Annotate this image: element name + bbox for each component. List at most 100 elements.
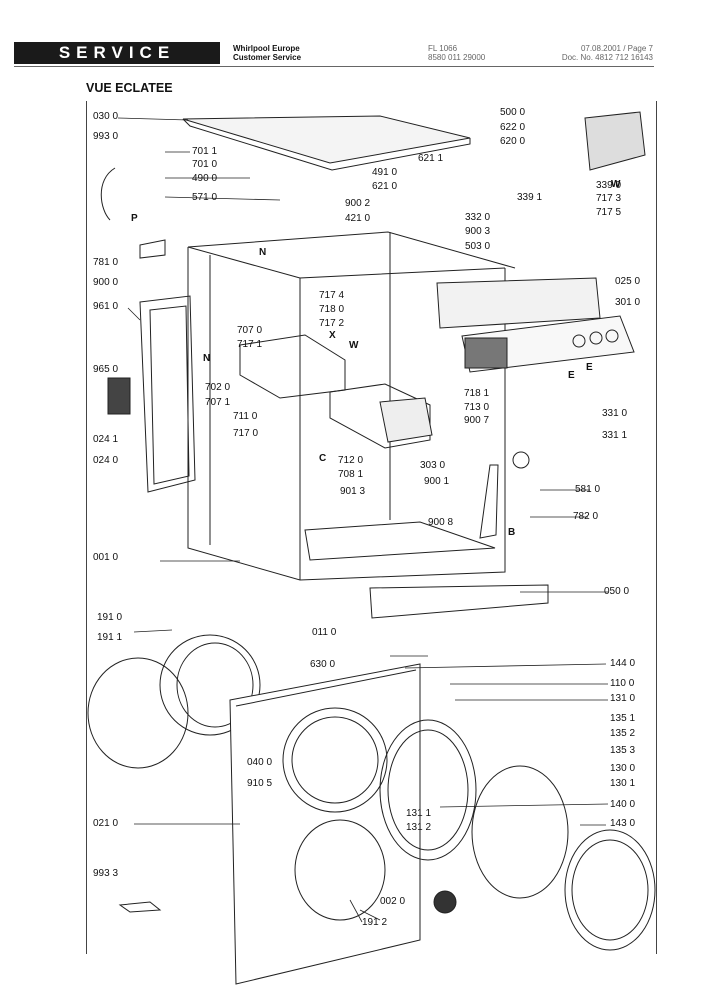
part-label: 622 0 [500, 122, 526, 133]
section-title: VUE ECLATEE [86, 81, 173, 95]
document-number: Doc. No. 4812 712 16143 [561, 53, 653, 62]
part-number: 8580 011 29000 [428, 53, 486, 62]
part-label: 717 4 [319, 290, 345, 301]
part-label: 711 0 [233, 411, 258, 422]
part-label: 900 0 [93, 277, 119, 288]
part-label: 135 1 [610, 713, 636, 724]
part-label: 331 1 [602, 430, 628, 441]
part-label: 024 0 [93, 455, 119, 466]
part-label: 717 0 [233, 428, 259, 439]
part-label: 718 0 [319, 304, 345, 315]
part-label: 702 0 [205, 382, 231, 393]
part-label: 030 0 [93, 111, 119, 122]
part-label: 621 0 [372, 181, 398, 192]
callout-marker: E [586, 362, 593, 373]
part-label: 961 0 [93, 301, 119, 312]
part-label: 191 0 [97, 612, 123, 623]
part-label: 002 0 [380, 896, 406, 907]
part-label: 713 0 [464, 402, 490, 413]
part-label: 621 1 [418, 153, 444, 164]
callout-marker: W [349, 340, 359, 351]
part-label: 712 0 [338, 455, 364, 466]
top-cover [182, 115, 471, 171]
callout-marker: E [568, 370, 575, 381]
part-label: 301 0 [615, 297, 641, 308]
part-label: 500 0 [500, 107, 526, 118]
callout-marker: C [319, 453, 327, 464]
part-label: 191 2 [362, 917, 388, 928]
part-label: 993 0 [93, 131, 119, 142]
part-label: 717 3 [596, 193, 622, 204]
company-name: Whirlpool Europe [233, 44, 300, 53]
part-label: 993 3 [93, 868, 119, 879]
callout-marker: W [611, 179, 621, 190]
department-name: Customer Service [233, 53, 302, 62]
part-label: 131 2 [406, 822, 432, 833]
part-label: 503 0 [465, 241, 491, 252]
part-label: 630 0 [310, 659, 336, 670]
part-label: 001 0 [93, 552, 119, 563]
part-label: 421 0 [345, 213, 371, 224]
part-label: 900 7 [464, 415, 490, 426]
part-label: 021 0 [93, 818, 119, 829]
part-label: 332 0 [465, 212, 491, 223]
part-label: 143 0 [610, 818, 636, 829]
part-label: 490 0 [192, 173, 218, 184]
part-label: 130 0 [610, 763, 636, 774]
leader-lines [117, 117, 609, 923]
part-label: 900 1 [424, 476, 450, 487]
part-label: 581 0 [575, 484, 601, 495]
part-label: 707 0 [237, 325, 263, 336]
callout-marker: N [259, 247, 267, 258]
part-label: 040 0 [247, 757, 273, 768]
part-label: 130 1 [610, 778, 636, 789]
part-label: 144 0 [610, 658, 636, 669]
part-label: 339 0 [596, 180, 622, 191]
front-panel [229, 663, 421, 985]
part-label: 135 3 [610, 745, 636, 756]
part-label: 025 0 [615, 276, 641, 287]
part-label: 050 0 [604, 586, 630, 597]
part-label: 339 1 [517, 192, 543, 203]
door-assembly [379, 719, 656, 951]
part-label: 331 0 [602, 408, 628, 419]
part-label: 701 0 [192, 159, 218, 170]
part-label: 571 0 [192, 192, 218, 203]
part-label: 717 1 [237, 339, 263, 350]
part-label: 910 5 [247, 778, 273, 789]
part-label: 011 0 [312, 627, 337, 638]
part-label: 717 2 [319, 318, 345, 329]
rear-panel [139, 295, 196, 493]
part-label: 717 5 [596, 207, 622, 218]
callout-marker: N [203, 353, 211, 364]
part-label: 782 0 [573, 511, 599, 522]
part-label: 707 1 [205, 397, 231, 408]
part-label: 110 0 [610, 678, 635, 689]
service-banner: SERVICE [14, 42, 220, 64]
header-rule [14, 66, 654, 67]
part-label: 718 1 [464, 388, 490, 399]
part-label: 024 1 [93, 434, 119, 445]
callout-marker: B [508, 527, 516, 538]
part-label: 701 1 [192, 146, 218, 157]
electronic-module [584, 111, 646, 171]
small-parts [100, 167, 549, 914]
part-label: 900 8 [428, 517, 454, 528]
model-number: FL 1066 [428, 44, 458, 53]
part-label: 131 0 [610, 693, 636, 704]
part-label: 708 1 [338, 469, 364, 480]
date-page: 07.08.2001 / Page 7 [580, 44, 653, 53]
part-label: 135 2 [610, 728, 636, 739]
callout-marker: X [329, 330, 336, 341]
front-ring [87, 634, 261, 769]
part-label: 303 0 [420, 460, 446, 471]
part-label: 140 0 [610, 799, 636, 810]
diagram-frame [86, 101, 657, 954]
part-label: 491 0 [372, 167, 398, 178]
dispenser-assembly [239, 334, 433, 449]
part-label: 900 2 [345, 198, 371, 209]
part-label: 901 3 [340, 486, 366, 497]
part-label: 781 0 [93, 257, 119, 268]
part-label: 965 0 [93, 364, 119, 375]
